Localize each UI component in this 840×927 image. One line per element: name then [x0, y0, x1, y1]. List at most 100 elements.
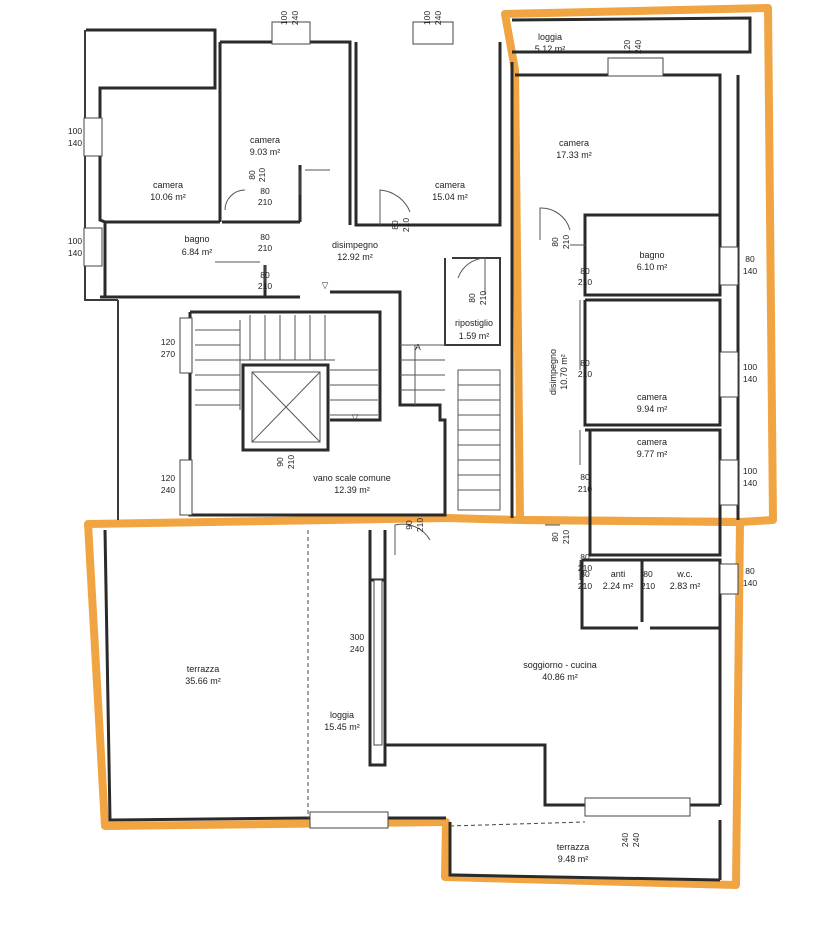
- dimension-width: 80: [260, 270, 270, 280]
- dimension-width: 300: [350, 632, 364, 642]
- dimension-height: 210: [578, 277, 592, 287]
- walls-east-apartment: [444, 16, 752, 880]
- room-labels: loggia 5.12 m² camera 9.03 m² camera 10.…: [150, 32, 700, 864]
- dimension-width: 80: [643, 569, 653, 579]
- room-name: terrazza: [557, 842, 590, 852]
- dimension-width: 120: [161, 473, 175, 483]
- room-area: 5.12 m²: [535, 44, 566, 54]
- dimension-height: 140: [68, 138, 82, 148]
- room-name: camera: [637, 392, 667, 402]
- dimension-height: 210: [578, 369, 592, 379]
- dimension-width: 80: [550, 237, 560, 247]
- room-area: 35.66 m²: [185, 676, 221, 686]
- dimension-width: 120: [622, 40, 632, 54]
- room-name: ripostiglio: [455, 318, 493, 328]
- dimension-height: 210: [561, 530, 571, 544]
- dimension-width: 80: [550, 532, 560, 542]
- dimension-width: 80: [260, 232, 270, 242]
- room-name: camera: [637, 437, 667, 447]
- dimension-height: 140: [68, 248, 82, 258]
- dimension-width: 100: [279, 11, 289, 25]
- room-area: 12.92 m²: [337, 252, 373, 262]
- dimension-width: 80: [580, 472, 590, 482]
- dimension-width: 80: [580, 552, 590, 562]
- room-area: 6.10 m²: [637, 262, 668, 272]
- dimension-width: 100: [422, 11, 432, 25]
- room-name: camera: [559, 138, 589, 148]
- dimension-height: 240: [633, 40, 643, 54]
- dimension-width: 100: [743, 466, 757, 476]
- svg-text:▽: ▽: [352, 412, 359, 422]
- dimension-width: 80: [390, 220, 400, 230]
- room-area: 15.45 m²: [324, 722, 360, 732]
- room-area: 9.94 m²: [637, 404, 668, 414]
- dimension-height: 210: [258, 197, 272, 207]
- dimension-width: 120: [161, 337, 175, 347]
- dimension-width: 80: [745, 254, 755, 264]
- dimension-width: 90: [275, 457, 285, 467]
- dimension-height: 240: [290, 11, 300, 25]
- room-name: disimpegno: [548, 349, 558, 395]
- dimension-labels: 100 240 100 240 120 240 100 140 100 140 …: [68, 11, 757, 847]
- room-area: 9.03 m²: [250, 147, 281, 157]
- room-area: 6.84 m²: [182, 247, 213, 257]
- dimension-height: 210: [578, 484, 592, 494]
- room-area: 40.86 m²: [542, 672, 578, 682]
- svg-text:▽: ▽: [322, 280, 329, 290]
- dimension-width: 80: [467, 293, 477, 303]
- dimension-height: 240: [433, 11, 443, 25]
- dimension-width: 80: [247, 170, 257, 180]
- dimension-height: 210: [578, 581, 592, 591]
- dimension-width: 240: [620, 833, 630, 847]
- dimension-height: 140: [743, 578, 757, 588]
- room-name: disimpegno: [332, 240, 378, 250]
- dimension-width: 100: [68, 236, 82, 246]
- dimension-height: 270: [161, 349, 175, 359]
- svg-text:A: A: [415, 342, 421, 352]
- room-name: anti: [611, 569, 626, 579]
- room-name: soggiorno - cucina: [523, 660, 597, 670]
- room-area: 10.06 m²: [150, 192, 186, 202]
- dimension-height: 210: [286, 455, 296, 469]
- room-area: 2.83 m²: [670, 581, 701, 591]
- dimension-height: 240: [350, 644, 364, 654]
- room-area: 2.24 m²: [603, 581, 634, 591]
- room-name: vano scale comune: [313, 473, 391, 483]
- dimension-width: 80: [580, 358, 590, 368]
- dimension-height: 140: [743, 266, 757, 276]
- room-name: bagno: [184, 234, 209, 244]
- dimension-width: 80: [580, 569, 590, 579]
- dimension-width: 80: [580, 266, 590, 276]
- windows: [83, 21, 739, 829]
- dimension-width: 80: [260, 186, 270, 196]
- dimension-height: 210: [641, 581, 655, 591]
- room-area: 17.33 m²: [556, 150, 592, 160]
- dimension-height: 210: [258, 243, 272, 253]
- room-name: camera: [435, 180, 465, 190]
- dimension-height: 210: [478, 291, 488, 305]
- dimension-height: 210: [561, 235, 571, 249]
- dimension-height: 140: [743, 374, 757, 384]
- room-name: bagno: [639, 250, 664, 260]
- room-name: w.c.: [676, 569, 693, 579]
- dimension-width: 100: [68, 126, 82, 136]
- room-name: loggia: [538, 32, 562, 42]
- dimension-height: 210: [401, 218, 411, 232]
- dimension-height: 240: [161, 485, 175, 495]
- room-area: 15.04 m²: [432, 192, 468, 202]
- direction-markers: A ▽ ▽: [322, 280, 421, 422]
- room-area: 9.48 m²: [558, 854, 589, 864]
- room-area: 12.39 m²: [334, 485, 370, 495]
- dimension-height: 210: [578, 563, 592, 573]
- room-name: camera: [153, 180, 183, 190]
- dimension-width: 90: [404, 520, 414, 530]
- room-area: 10.70 m²: [559, 354, 569, 390]
- door-swings: [215, 169, 585, 580]
- room-area: 1.59 m²: [459, 331, 490, 341]
- room-area: 9.77 m²: [637, 449, 668, 459]
- dimension-width: 80: [745, 566, 755, 576]
- apartment-outline-south: [84, 514, 744, 889]
- dimension-height: 210: [257, 168, 267, 182]
- room-name: terrazza: [187, 664, 220, 674]
